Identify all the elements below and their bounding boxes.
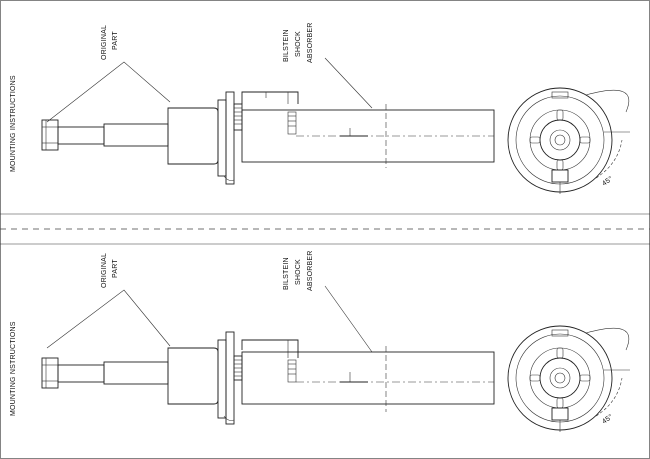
rod-sleeve: [103, 123, 169, 147]
top-nut: [41, 357, 59, 389]
bilstein-label-line3: ABSORBER: [307, 251, 314, 292]
flange-foot: [223, 175, 235, 181]
mount-flange: [217, 339, 227, 419]
bilstein-label-line1: BILSTEIN: [283, 257, 290, 290]
top-view: [507, 325, 630, 432]
piston-rod: [57, 126, 105, 145]
coil-section: [233, 355, 243, 381]
panel-2: MOUNTING NSTRUCTIONS ORIGINAL PART BILST…: [10, 251, 630, 432]
upper-mount: [167, 107, 219, 165]
inner-coil: [287, 359, 297, 383]
mount-flange: [217, 99, 227, 177]
spring-seat-bracket: [241, 91, 299, 104]
shock-body-tube: [241, 351, 495, 405]
mount-plate: [225, 91, 235, 185]
bilstein-leader: [324, 285, 373, 353]
bilstein-label-line2: SHOCK: [295, 31, 302, 57]
panel-1: MOUNTING INS­TRUCTIONS ORIGINAL PART BIL…: [10, 23, 630, 194]
upper-mount: [167, 347, 219, 405]
angle-label: 45°: [601, 413, 615, 426]
mount-plate: [225, 331, 235, 425]
bilstein-leader: [324, 57, 373, 109]
piston-rod: [57, 364, 105, 383]
coil-section: [233, 103, 243, 131]
original-part-label-line2: PART: [112, 259, 119, 278]
rod-sleeve: [103, 361, 169, 385]
bilstein-label-line3: ABSORBER: [307, 23, 314, 64]
spring-seat-bracket: [241, 339, 299, 358]
panel-title: MOUNTING NSTRUCTIONS: [10, 321, 17, 416]
original-part-leader: [46, 61, 171, 123]
flange-foot: [223, 415, 235, 421]
original-part-leader: [46, 289, 171, 349]
original-part-label-line1: ORIGINAL: [101, 253, 108, 288]
inner-coil: [287, 111, 297, 135]
original-part-label-line2: PART: [112, 31, 119, 50]
bilstein-label-line2: SHOCK: [295, 259, 302, 285]
original-part-label-line1: ORIGINAL: [101, 25, 108, 60]
top-view: [507, 87, 630, 194]
top-nut: [41, 119, 59, 151]
angle-label: 45°: [601, 175, 615, 188]
bilstein-label-line1: BILSTEIN: [283, 29, 290, 62]
step-marker: [349, 372, 368, 383]
step-marker: [349, 128, 368, 137]
panel-title: MOUNTING INS­TRUCTIONS: [10, 75, 17, 172]
